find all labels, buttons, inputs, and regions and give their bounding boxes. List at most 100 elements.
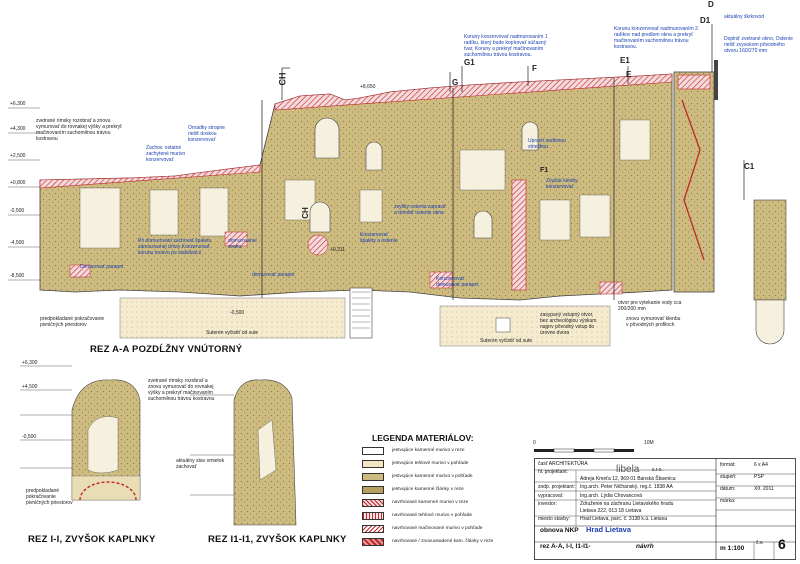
tb-investor-value: Združenie na záchranu Lietavského hradu	[580, 501, 674, 507]
legend-swatch	[362, 525, 384, 533]
cut-marker: D1	[700, 16, 711, 25]
note: Zachov. ostatné zachytené murivo konzerv…	[146, 145, 186, 163]
legend-title: LEGENDA MATERIÁLOV:	[372, 433, 474, 443]
tb-stupen-label: stupeň:	[720, 474, 737, 480]
legend-label: navrhované tehlové murivo v pohľade	[392, 513, 473, 518]
tb-miesto-label: miesto stavby:	[538, 516, 570, 522]
note: domurovať parapet	[252, 272, 295, 278]
tb-zodp-label: zodp. projektant:	[538, 484, 575, 490]
note: predpokladané pokračovanie pivničných pr…	[40, 316, 105, 328]
tb-num-value: 6	[778, 536, 786, 552]
legend-label: navrhované mačinované murivo v pohľade	[392, 526, 483, 531]
note: otvor pre vytekanie vody cca 200/200 mm	[618, 300, 682, 312]
level-label: +6,300	[22, 360, 38, 366]
legend-item: jestvujúce kamenné murivo v pohľade	[362, 473, 534, 483]
level-label: +2,500	[10, 153, 26, 159]
tb-firm-line: časť ARCHITEKTÚRA	[538, 461, 588, 467]
note: Suterén vyčistiť od sute	[206, 330, 259, 336]
legend-swatch	[362, 447, 384, 455]
note: Pri domurovaní zachovať špaletu zamurova…	[138, 238, 212, 256]
tb-investor-address: Lietava 222, 013 18 Lietava	[580, 508, 642, 514]
level-label: -0,500	[10, 208, 25, 214]
tb-datum-value: XII. 2011	[754, 486, 774, 492]
legend-item: jestvujúce kamenné články v reze	[362, 486, 534, 496]
level-label: +8,650	[360, 84, 376, 90]
note: domurovanie svahu	[228, 238, 257, 250]
tower-section	[673, 60, 718, 293]
tb-miesto-value: Hrad Lietava, parc. č. 3138 k.ú. Lietava	[580, 516, 667, 522]
legend-label: navrhované / znovuosadené kam. články v …	[392, 539, 494, 544]
tb-project-value: Hrad Lietava	[586, 525, 632, 534]
tb-drawing-state: návrh	[636, 543, 654, 550]
note: Upraviť sedlovou strieškou	[528, 138, 566, 150]
legend-label: jestvujúce kamenné murivo v pohľade	[392, 474, 473, 479]
level-label: +0,211	[330, 247, 346, 253]
level-label: +6,300	[10, 101, 26, 107]
note: Zvyšok klenby konzervovať	[546, 178, 578, 190]
legend-item: jestvujúce kamenné murivo v reze	[362, 447, 534, 457]
note: zvetrané rímsky rozobrať a znovu vymurov…	[36, 118, 123, 142]
note: Koruny konzervovať nadmurovaním 1 radíku…	[464, 34, 548, 58]
cellar-area	[119, 287, 611, 347]
main-section-walls	[39, 73, 673, 301]
title-block-frame	[534, 458, 796, 560]
tb-zodp-value: Ing.arch. Peter Ničhanský, reg.č. 1838 A…	[580, 484, 673, 490]
cut-marker: E	[626, 70, 632, 79]
tb-format-value: 6 x A4	[754, 462, 768, 468]
note: predpokladané pokračovanie pivničných pr…	[26, 488, 73, 506]
legend-swatch	[362, 499, 384, 507]
legend-swatch	[362, 512, 384, 520]
legend-label: jestvujúce tehlové murivo v pohľade	[392, 461, 469, 466]
section-i-i	[20, 365, 141, 501]
right-element	[753, 199, 787, 345]
scale-bar	[534, 448, 634, 453]
section-title-i-i: REZ I-I, ZVYŠOK KAPLNKY	[28, 534, 156, 545]
legend: LEGENDA MATERIÁLOV: jestvujúce kamenné m…	[362, 433, 534, 557]
legend-swatch	[362, 460, 384, 468]
note: Ornádky stropne riešiť doskou konzervova…	[188, 125, 225, 143]
note: zvyšky ostenia zapraviť a dorobiť osteni…	[394, 204, 446, 216]
level-label: -8,500	[10, 273, 25, 279]
cut-marker: F	[532, 64, 537, 73]
tb-format-label: formát:	[720, 462, 736, 468]
tb-vypracoval-value: Ing.arch. Lýdia Chovancová	[580, 493, 642, 499]
tb-drawing-title: rez A-A, I-I, I1-I1-	[540, 543, 591, 550]
tb-marka-label: márka:	[720, 498, 736, 504]
cut-marker-lines	[281, 24, 745, 200]
level-label: +0,800	[10, 180, 26, 186]
legend-item: navrhované tehlové murivo v pohľade	[362, 512, 534, 522]
level-label: -0,500	[22, 434, 37, 440]
level-label: +4,300	[10, 126, 26, 132]
tb-num-label: č.v.	[756, 540, 764, 546]
tb-stupen-value: PSP	[754, 474, 765, 480]
note: aktuálny stav omietok zachovať	[176, 458, 225, 470]
note: Konzervovať špalety a ostenie	[360, 232, 398, 244]
cut-marker: G	[452, 78, 459, 87]
legend-item: navrhované mačinované murivo v pohľade	[362, 525, 534, 535]
level-label: -0,500	[230, 310, 245, 316]
legend-item: navrhované kamenné murivo v reze	[362, 499, 534, 509]
note: zasypaný vstupný otvor, bez archeológiou…	[540, 312, 597, 336]
level-label: -4,500	[10, 240, 25, 246]
note: aktuálny škrkovod	[724, 14, 765, 20]
legend-item: navrhované / znovuosadené kam. články v …	[362, 538, 534, 548]
cut-marker: F1	[540, 167, 549, 174]
tb-scale: m 1:100	[720, 545, 745, 552]
note: znovu vymurovať klenbu v pôvodných profi…	[626, 316, 681, 328]
tb-datum-label: dátum:	[720, 486, 736, 492]
legend-item: jestvujúce tehlové murivo v pohľade	[362, 460, 534, 470]
legend-label: jestvujúce kamenné články v reze	[392, 487, 464, 492]
legend-label: jestvujúce kamenné murivo v reze	[392, 448, 465, 453]
section-title-main: REZ A-A POZDĹŽNY VNÚTORNÝ	[90, 344, 243, 355]
section-i1-i1	[190, 379, 297, 526]
tb-project-label: obnova NKP	[540, 527, 579, 534]
note: Suterén vyčistiť od sute	[480, 338, 533, 344]
legend-swatch	[362, 473, 384, 481]
level-lines	[8, 107, 40, 281]
cut-marker: C1	[744, 162, 755, 171]
scale-end: 10M	[644, 440, 654, 446]
legend-label: navrhované kamenné murivo v reze	[392, 500, 469, 505]
legend-swatch	[362, 486, 384, 494]
cut-marker: CH	[277, 72, 288, 86]
